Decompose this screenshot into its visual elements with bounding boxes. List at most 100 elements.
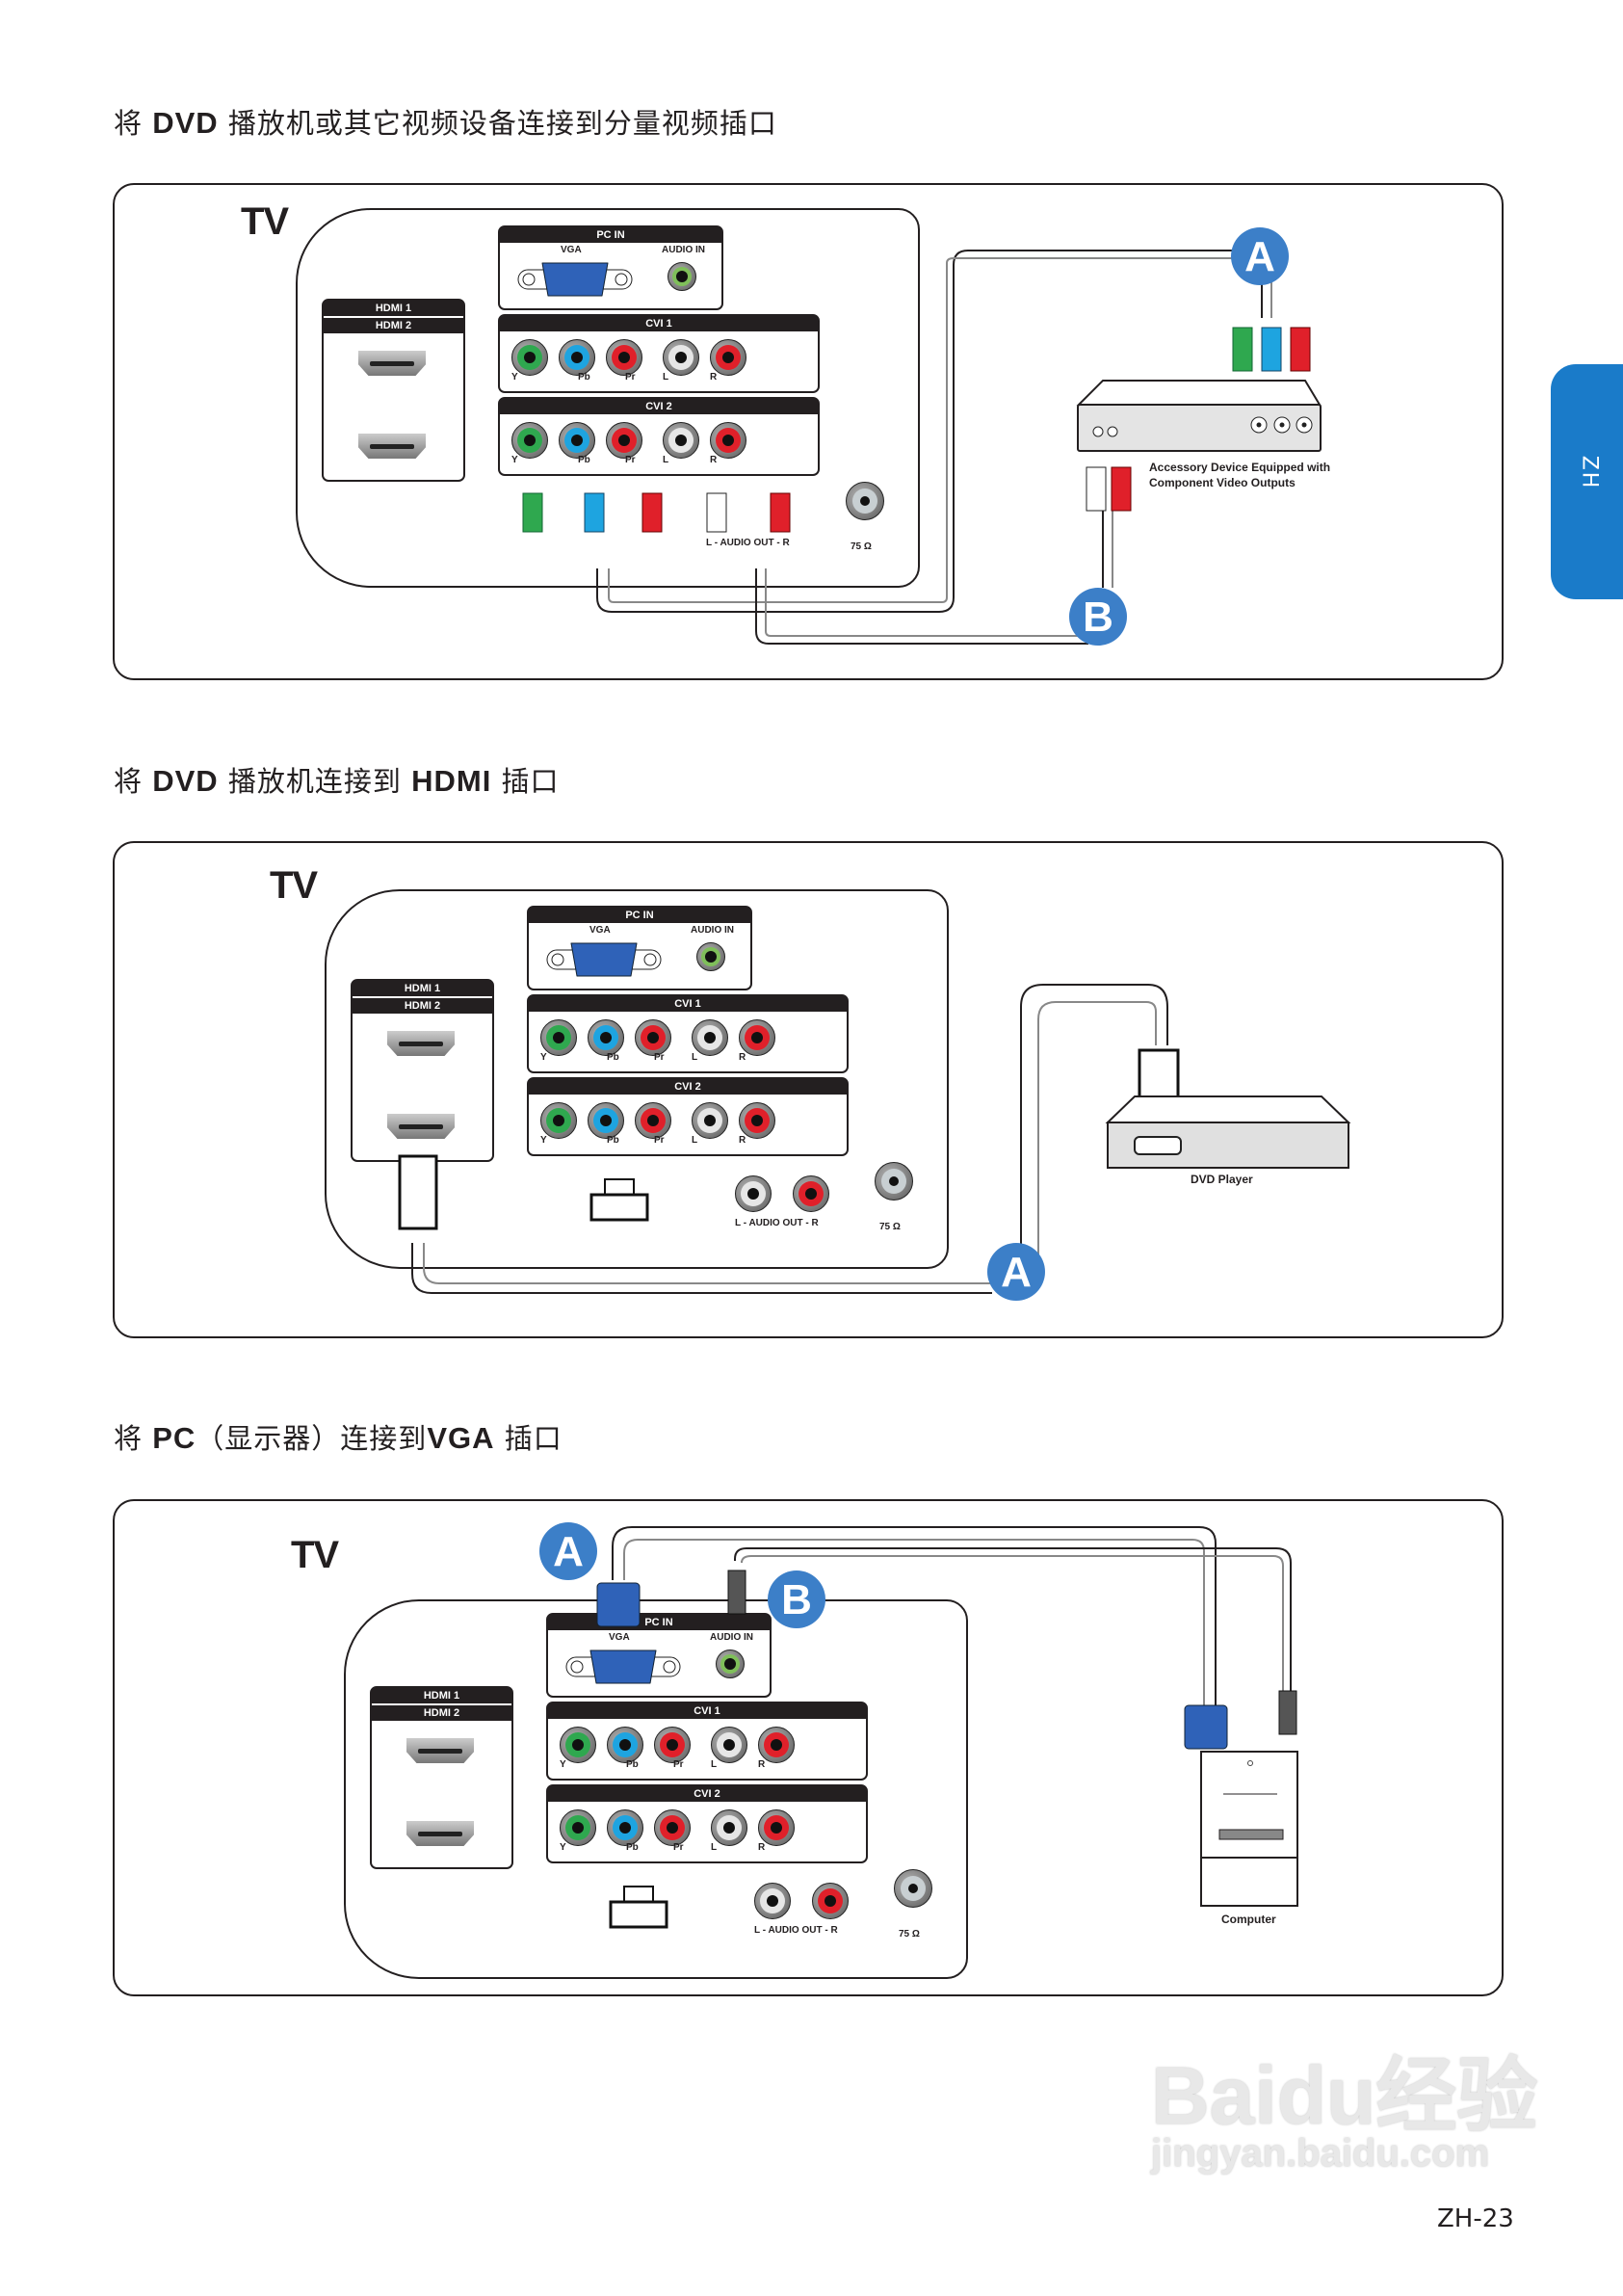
section-3-heading: 将 PC（显示器）连接到VGA 插口: [114, 1416, 563, 1457]
heading-bold: HDMI: [411, 764, 492, 798]
jack-label: L: [692, 1052, 698, 1063]
audio-in-jack[interactable]: [716, 1649, 745, 1678]
cvi2-jack[interactable]: [588, 1102, 624, 1139]
jack-label: Y: [511, 372, 518, 383]
cvi1-jack[interactable]: [692, 1019, 728, 1056]
hdmi-port-2[interactable]: [406, 1821, 474, 1846]
jack-label: R: [739, 1135, 746, 1146]
cvi2-jack[interactable]: [511, 422, 548, 459]
audio-out-l-jack[interactable]: [735, 1175, 772, 1212]
vga-label: VGA: [561, 245, 582, 255]
cvi1-jack[interactable]: [511, 339, 548, 376]
cvi1-jack[interactable]: [711, 1727, 747, 1763]
cvi1-jack[interactable]: [710, 339, 746, 376]
service-connector-icon: [609, 1886, 668, 1929]
pc-in-label: PC IN: [500, 227, 721, 243]
audio-in-jack[interactable]: [696, 942, 725, 971]
watermark: Baidu经验 jingyan.baidu.com: [1151, 2055, 1537, 2173]
cvi1-jack[interactable]: [739, 1019, 775, 1056]
component-plugs: [1232, 327, 1311, 372]
hdmi2-label: HDMI 2: [372, 1705, 511, 1721]
dvd-player: [1105, 1095, 1351, 1169]
cvi1-jack[interactable]: [607, 1727, 643, 1763]
cvi2-jack[interactable]: [635, 1102, 671, 1139]
cvi1-jack[interactable]: [606, 339, 642, 376]
cvi1-jack[interactable]: [635, 1019, 671, 1056]
tv-component-plugs: [522, 492, 791, 533]
audio-out-r-jack[interactable]: [793, 1175, 829, 1212]
heading-text: 插口: [491, 765, 560, 798]
tv-label: TV: [291, 1534, 339, 1576]
jack-label: R: [758, 1759, 766, 1770]
jack-label: Y: [560, 1759, 566, 1770]
cvi1-jack[interactable]: [540, 1019, 577, 1056]
cvi1-jack[interactable]: [654, 1727, 691, 1763]
audio-out-l-jack[interactable]: [754, 1883, 791, 1919]
cvi2-jack[interactable]: [692, 1102, 728, 1139]
cvi1-jack[interactable]: [758, 1727, 795, 1763]
cvi2-jack[interactable]: [559, 422, 595, 459]
antenna-jack[interactable]: [894, 1869, 932, 1908]
antenna-jack[interactable]: [846, 482, 884, 520]
tv-label: TV: [270, 864, 318, 907]
cvi1-jack[interactable]: [559, 339, 595, 376]
audio-in-jack[interactable]: [668, 262, 696, 291]
cvi2-jack[interactable]: [607, 1809, 643, 1846]
cvi1-label: CVI 1: [500, 316, 818, 331]
cvi2-box: CVI 2: [527, 1077, 849, 1156]
cvi2-jack[interactable]: [606, 422, 642, 459]
audio-out-r-jack[interactable]: [812, 1883, 849, 1919]
cvi2-jack[interactable]: [711, 1809, 747, 1846]
audio-out-label: L - AUDIO OUT - R: [706, 538, 790, 548]
cvi1-box: CVI 1: [527, 994, 849, 1073]
vga-port[interactable]: [517, 260, 633, 299]
cvi2-jack[interactable]: [758, 1809, 795, 1846]
cvi2-jack[interactable]: [560, 1809, 596, 1846]
badge-a: A: [1231, 227, 1289, 285]
jack-label: Pb: [607, 1052, 619, 1063]
heading-text: 插口: [494, 1422, 563, 1455]
accessory-device-label: Accessory Device Equipped with Component…: [1149, 460, 1330, 490]
jack-label: L: [711, 1759, 718, 1770]
cable-a: [596, 250, 1235, 613]
cvi2-jack[interactable]: [663, 422, 699, 459]
jack-label: Y: [540, 1052, 547, 1063]
jack-label: L: [692, 1135, 698, 1146]
audio-plug-pc: [1278, 1690, 1297, 1735]
audio-out-label: L - AUDIO OUT - R: [754, 1925, 838, 1936]
hdmi-port-1[interactable]: [406, 1738, 474, 1763]
heading-bold: PC: [152, 1421, 196, 1455]
cvi2-jack[interactable]: [654, 1809, 691, 1846]
vga-port[interactable]: [546, 940, 662, 979]
cvi1-box: CVI 1: [498, 314, 820, 393]
vga-plug-pc: [1184, 1704, 1228, 1750]
jack-label: Pr: [654, 1052, 665, 1063]
heading-text: 将: [114, 765, 153, 798]
accessory-device: [1076, 380, 1322, 452]
hdmi-port-2[interactable]: [358, 434, 426, 459]
cvi2-box: CVI 2: [546, 1784, 868, 1863]
cvi1-jack[interactable]: [560, 1727, 596, 1763]
hdmi-port-1[interactable]: [358, 351, 426, 376]
cvi2-jack[interactable]: [540, 1102, 577, 1139]
cable-b-inner: [765, 568, 1088, 637]
hdmi1-label: HDMI 1: [324, 301, 463, 316]
page-number: ZH-23: [1437, 2204, 1514, 2233]
cvi1-jack[interactable]: [663, 339, 699, 376]
cvi2-label: CVI 2: [548, 1786, 866, 1802]
pc-in-box: PC IN: [498, 225, 723, 310]
vga-port[interactable]: [565, 1648, 681, 1686]
cvi1-box: CVI 1: [546, 1702, 868, 1781]
service-connector-icon: [589, 1178, 649, 1222]
section-1-heading: 将 DVD 播放机或其它视频设备连接到分量视频插口: [114, 101, 777, 142]
cvi1-jack[interactable]: [588, 1019, 624, 1056]
jack-label: Y: [511, 455, 518, 465]
cvi2-jack[interactable]: [710, 422, 746, 459]
hdmi-port-2[interactable]: [387, 1114, 455, 1139]
hdmi-cable: [411, 1243, 992, 1294]
jack-label: Pb: [626, 1759, 639, 1770]
cvi2-jack[interactable]: [739, 1102, 775, 1139]
hdmi-port-1[interactable]: [387, 1031, 455, 1056]
antenna-jack[interactable]: [875, 1162, 913, 1201]
section-2-heading: 将 DVD 播放机连接到 HDMI 插口: [114, 759, 560, 800]
